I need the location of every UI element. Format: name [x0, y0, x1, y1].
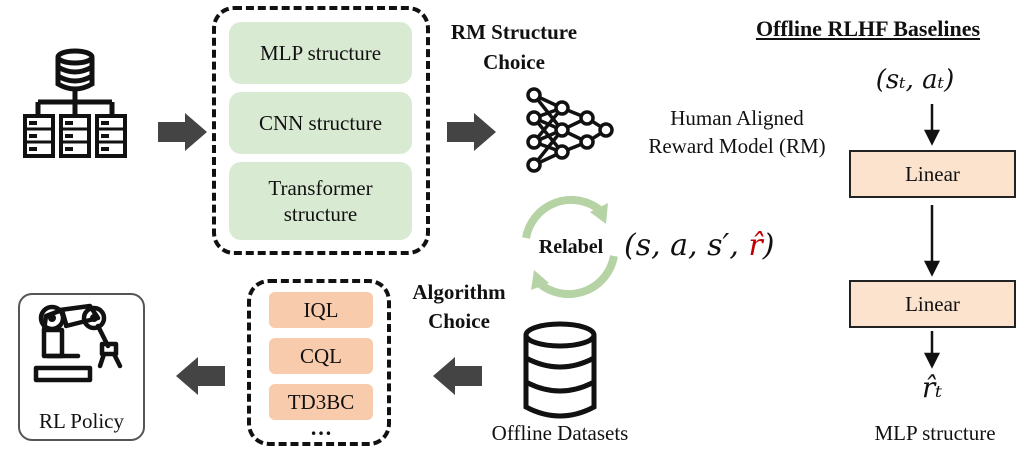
- rl-policy-label: RL Policy: [39, 409, 124, 433]
- transformer-structure-option: Transformer structure: [229, 162, 412, 240]
- rm-structure-choice-title: RM Structure Choice: [450, 20, 578, 74]
- mlp-input-state-action: (sₜ, aₜ): [875, 65, 955, 95]
- cql-option: CQL: [269, 338, 373, 374]
- rl-policy-panel: [18, 293, 145, 441]
- algorithm-choice-panel: [247, 279, 391, 446]
- relabel-label: Relabel: [538, 236, 604, 258]
- td3bc-option: TD3BC: [269, 384, 373, 420]
- algorithm-choice-title: Algorithm Choice: [412, 280, 506, 333]
- relabel-tuple: (s, a, s′, r̂): [624, 228, 775, 263]
- linear-layer-1: Linear: [849, 150, 1016, 198]
- rm-structure-choice-panel: [212, 6, 430, 255]
- linear-layer-2: Linear: [849, 280, 1016, 328]
- mlp-output-reward: r̂ₜ: [921, 371, 943, 404]
- offline-datasets-label: Offline Datasets: [491, 421, 629, 445]
- mlp-structure-caption: MLP structure: [874, 421, 996, 445]
- mlp-structure-option: MLP structure: [229, 22, 412, 84]
- baselines-title: Offline RLHF Baselines: [755, 16, 981, 41]
- reward-model-label: Human Aligned Reward Model (RM): [648, 106, 826, 158]
- cnn-structure-option: CNN structure: [229, 92, 412, 154]
- iql-option: IQL: [269, 292, 373, 328]
- more-algorithms-ellipsis: …: [310, 415, 332, 440]
